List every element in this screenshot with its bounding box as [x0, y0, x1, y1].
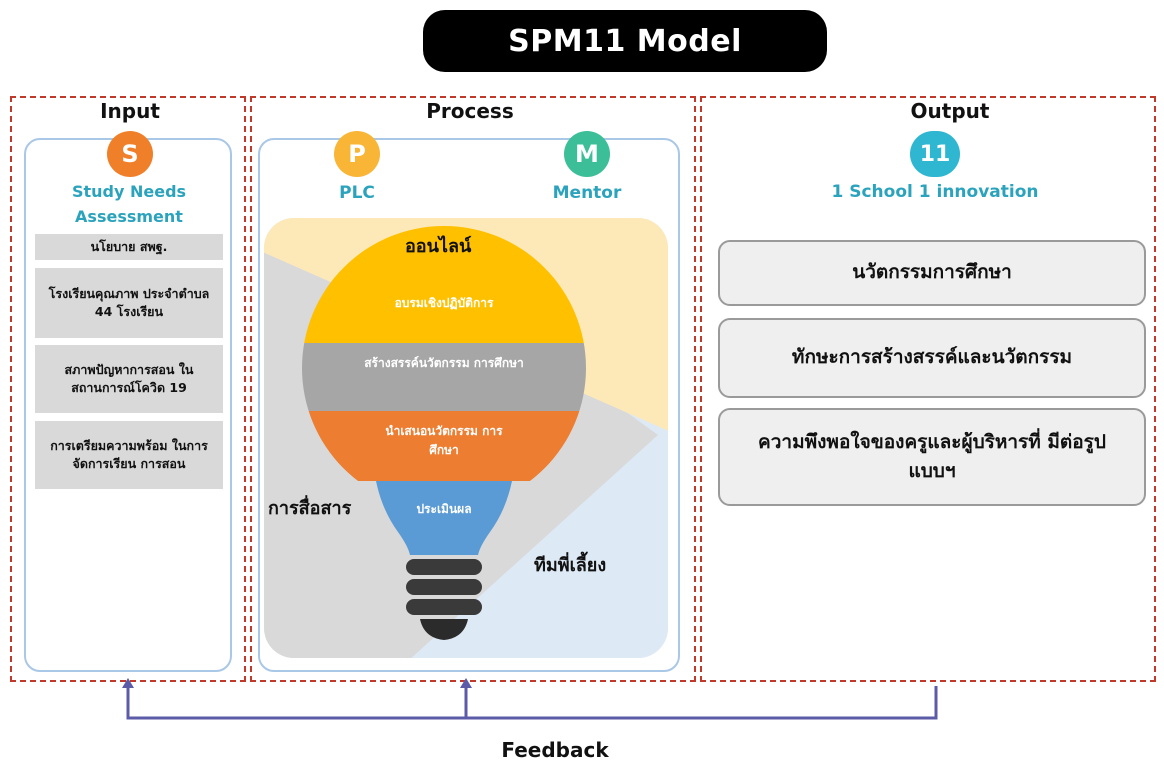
- feedback-loop-line: [126, 686, 938, 720]
- feedback-arrowhead-process: [460, 678, 472, 688]
- input-item-covid: สภาพปัญหาการสอน ใน สถานการณ์โควิด 19: [35, 345, 223, 413]
- bulb-layer-evaluate: [376, 481, 512, 555]
- input-item-policy: นโยบาย สพฐ.: [35, 234, 223, 260]
- bulb-label-training: อบรมเชิงปฏิบัติการ: [394, 296, 494, 310]
- input-label: Input: [100, 99, 160, 123]
- bulb-label-create-text: สร้างสรรค์นวัตกรรม การศึกษา: [364, 356, 524, 370]
- bulb-base-ring-3: [406, 599, 482, 615]
- bulb-label-present: นำเสนอนวัตกรรม การศึกษา: [374, 422, 514, 460]
- output-item-innovation: นวัตกรรมการศึกษา: [718, 240, 1146, 306]
- bulb-layer-present: [302, 411, 586, 481]
- input-subtitle-line1: Study Needs: [71, 182, 187, 201]
- bulb-label-present-text: นำเสนอนวัตกรรม การศึกษา: [385, 424, 503, 458]
- model-title: SPM11 Model: [423, 10, 827, 72]
- feedback-arrowhead-input: [122, 678, 134, 688]
- eleven-circle: 11: [910, 131, 960, 177]
- output-subtitle: 1 School 1 innovation: [831, 182, 1039, 202]
- input-subtitle: Study Needs Assessment: [36, 180, 222, 230]
- communication-label: การสื่อสาร: [268, 498, 352, 519]
- feedback-label: Feedback: [501, 738, 609, 762]
- p-circle: P: [334, 131, 380, 177]
- s-circle: S: [107, 131, 153, 177]
- mentor-label: Mentor: [552, 183, 622, 203]
- bulb-base-ring-2: [406, 579, 482, 595]
- mentor-team-label: ทีมพี่เลี้ยง: [534, 555, 607, 576]
- online-label: ออนไลน์: [405, 236, 472, 257]
- bulb-layer-create: [302, 343, 586, 411]
- m-circle: M: [564, 131, 610, 177]
- input-subtitle-line2: Assessment: [75, 206, 183, 226]
- process-label: Process: [426, 99, 514, 123]
- input-item-readiness: การเตรียมความพร้อม ในการจัดการเรียน การส…: [35, 421, 223, 489]
- bulb-label-evaluate: ประเมินผล: [416, 502, 472, 516]
- output-item-skills: ทักษะการสร้างสรรค์และนวัตกรรม: [718, 318, 1146, 398]
- output-item-satisfaction: ความพึงพอใจของครูและผู้บริหารที่ มีต่อรู…: [718, 408, 1146, 506]
- feedback-arrows: [122, 678, 938, 720]
- input-item-schools: โรงเรียนคุณภาพ ประจำตำบล 44 โรงเรียน: [35, 268, 223, 338]
- bulb-tip: [420, 619, 468, 640]
- lightbulb-diagram: [264, 218, 668, 658]
- plc-label: PLC: [339, 183, 375, 203]
- bulb-base-ring-1: [406, 559, 482, 575]
- bulb-label-create: สร้างสรรค์นวัตกรรม การศึกษา: [364, 354, 524, 373]
- output-label: Output: [910, 99, 990, 123]
- output-section: [700, 96, 1156, 682]
- process-section: [250, 96, 696, 682]
